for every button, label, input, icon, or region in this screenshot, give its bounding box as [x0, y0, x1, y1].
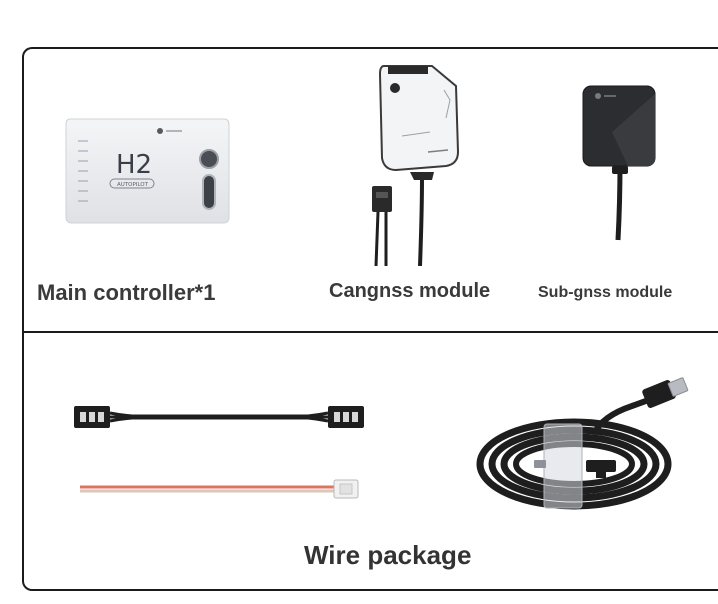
usb-cable-image: [476, 377, 689, 510]
main-controller-image: H2 AUTOPILOT: [65, 118, 230, 224]
servo-wire-image: [74, 406, 364, 428]
sub-gnss-module-label: Sub-gnss module: [538, 284, 673, 301]
controller-subtext: AUTOPILOT: [117, 182, 149, 188]
wire-package-label: Wire package: [304, 540, 472, 570]
main-controller-label: Main controller*1: [37, 280, 216, 305]
sub-gnss-module-image: [582, 85, 656, 241]
cangnss-module-image: [372, 65, 460, 266]
controller-model-text: H2: [116, 150, 152, 180]
power-wire-image: [80, 479, 359, 499]
row-divider: [22, 331, 718, 333]
cangnss-module-label: Cangnss module: [329, 280, 491, 302]
